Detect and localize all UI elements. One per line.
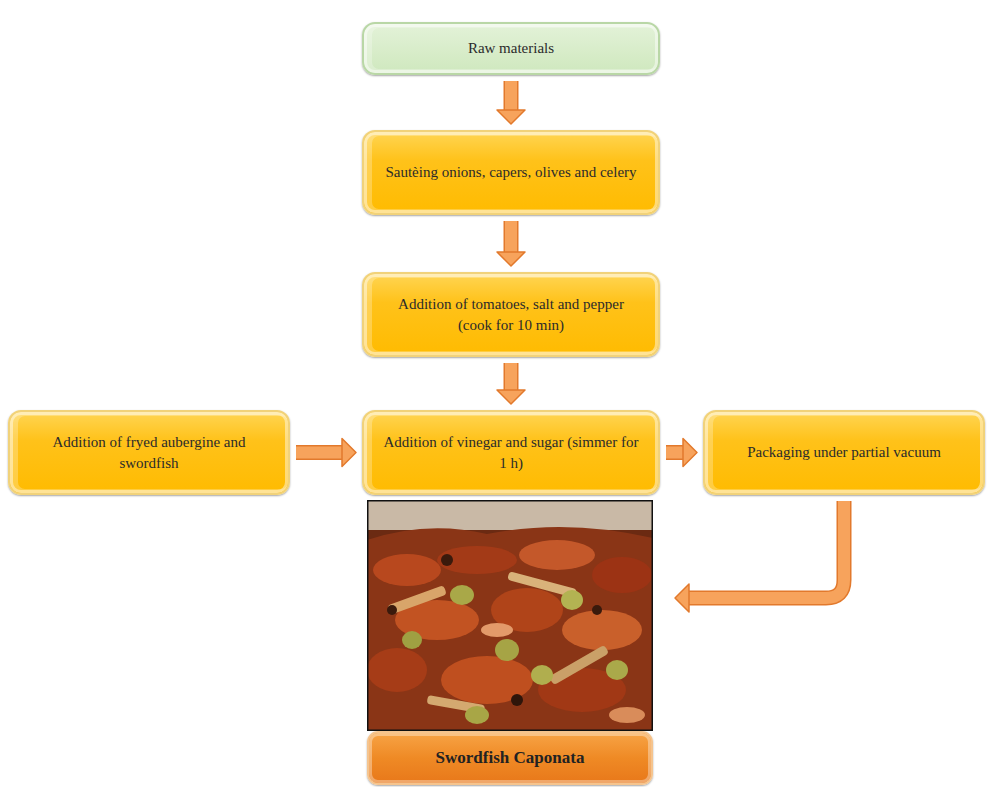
flow-arrow: [666, 439, 697, 467]
box-text: Sautèing onions, capers, olives and cele…: [385, 162, 636, 182]
box-text: Raw materials: [468, 38, 554, 58]
product-label: Swordfish Caponata: [367, 731, 653, 785]
process-box: Sautèing onions, capers, olives and cele…: [362, 130, 660, 215]
product-box: Swordfish Caponata: [367, 500, 653, 785]
flow-arrow: [497, 221, 525, 266]
box-text: Addition of fryed aubergine and swordfis…: [26, 432, 272, 473]
caponata-photo: [367, 500, 653, 731]
box-text: Swordfish Caponata: [436, 747, 585, 770]
start-box: Raw materials: [362, 22, 660, 75]
box-text: Addition of tomatoes, salt and pepper (c…: [380, 294, 642, 335]
box-text: Addition of vinegar and sugar (simmer fo…: [380, 432, 642, 473]
box-text: Packaging under partial vacuum: [747, 442, 941, 462]
flow-arrow: [497, 81, 525, 124]
process-box: Addition of tomatoes, salt and pepper (c…: [362, 272, 660, 357]
flow-arrow: [296, 439, 356, 467]
input-box: Addition of fryed aubergine and swordfis…: [8, 410, 290, 495]
flow-arrow: [675, 501, 844, 612]
flow-arrow: [497, 363, 525, 404]
process-box: Packaging under partial vacuum: [703, 410, 985, 495]
process-box: Addition of vinegar and sugar (simmer fo…: [362, 410, 660, 495]
